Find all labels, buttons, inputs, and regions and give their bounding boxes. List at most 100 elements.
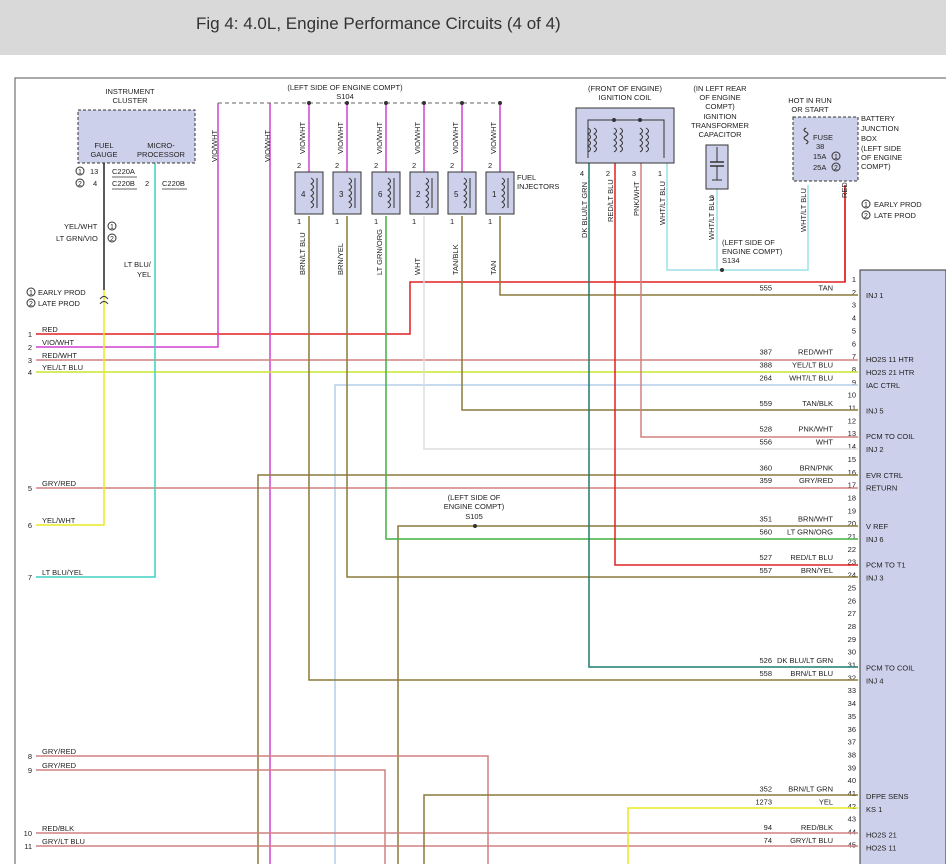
pcm-pin-number: 10 <box>848 391 856 400</box>
injector-label: FUEL INJECTORS <box>517 173 559 191</box>
battery-junction-box: HOT IN RUN OR START BATTERY JUNCTION BOX… <box>788 96 922 232</box>
bjb-wire-wht-lt-blu: WHT/LT BLU <box>799 188 808 232</box>
pcm-wire-color: WHT/LT BLU <box>789 373 833 382</box>
injector-top-pin: 2 <box>335 161 339 170</box>
pcm-pin-number: 38 <box>848 750 856 759</box>
pcm-wire-color: GRY/RED <box>799 476 834 485</box>
cluster-title-2: CLUSTER <box>112 96 148 105</box>
marker-num: 1 <box>834 154 838 161</box>
injector-number: 3 <box>339 190 344 199</box>
bjb-title-1: BATTERY <box>861 114 895 123</box>
injector-coil-symbol <box>348 177 352 209</box>
pcm-pin-number: 39 <box>848 763 856 772</box>
pcm-circuit-number: 1273 <box>755 797 772 806</box>
s104-label-2: S104 <box>336 92 354 101</box>
left-wire-label: GRY/LT BLU <box>42 837 85 846</box>
injector-coil-symbol <box>310 177 314 209</box>
wire-inj5-tan-blk <box>461 216 858 411</box>
legend-early-prod: EARLY PROD <box>38 288 86 297</box>
cap-title-2: OF ENGINE <box>699 93 740 102</box>
left-wire-label: GRY/RED <box>42 479 77 488</box>
wire-label-yel-wht: YEL/WHT <box>64 222 98 231</box>
injector-bottom-wire: BRN/YEL <box>336 243 345 275</box>
marker-num: 1 <box>29 290 33 297</box>
marker-num: 2 <box>78 181 82 188</box>
pcm-wire-color: BRN/LT GRN <box>788 785 833 794</box>
left-pin-number: 6 <box>28 521 32 530</box>
s134-splice-dot <box>720 268 724 272</box>
cluster-title-1: INSTRUMENT <box>105 87 155 96</box>
injector-coil-symbol <box>387 177 391 209</box>
injectors-label-1: FUEL <box>517 173 536 182</box>
pcm-pin-number: 37 <box>848 738 856 747</box>
connector-c220a: C220A <box>112 167 135 176</box>
pcm-pin-number: 13 <box>848 429 856 438</box>
pcm-circuit-number: 526 <box>759 656 772 665</box>
pcm-pin-number: 8 <box>852 365 856 374</box>
left-pin-number: 7 <box>28 573 32 582</box>
figure-title: Fig 4: 4.0L, Engine Performance Circuits… <box>196 14 561 33</box>
pcm-function-label: INJ 2 <box>866 445 884 454</box>
junction-box <box>792 116 859 182</box>
pcm-pin-number: 31 <box>848 661 856 670</box>
hot-in-run-1: HOT IN RUN <box>788 96 832 105</box>
coil-pin-3: 3 <box>632 169 636 178</box>
pcm-pin-number: 45 <box>848 840 856 849</box>
left-pin-number: 8 <box>28 752 32 761</box>
pcm-pin-number: 7 <box>852 352 856 361</box>
left-wire-label: YEL/WHT <box>42 516 76 525</box>
pcm-circuit-number: 558 <box>759 669 772 678</box>
pcm-pin-number: 14 <box>848 442 856 451</box>
marker-num: 1 <box>78 169 82 176</box>
left-pin-number: 1 <box>28 330 32 339</box>
fuel-gauge-label-2: GAUGE <box>90 150 117 159</box>
left-pin-number: 4 <box>28 368 32 377</box>
wire-yel-pin42 <box>627 807 858 864</box>
pcm-pin-number: 15 <box>848 455 856 464</box>
wire-wht-lt-blu-iac <box>334 384 858 864</box>
injector-top-wire: VIO/WHT <box>336 122 345 154</box>
injector-bottom-wire: TAN/BLK <box>451 244 460 275</box>
left-wire-label: LT BLU/YEL <box>42 568 83 577</box>
injector-top-pin: 2 <box>374 161 378 170</box>
pcm-wire-color: RED/LT BLU <box>790 553 833 562</box>
pcm-pin-number: 44 <box>848 828 856 837</box>
s104-splice-dot <box>460 101 464 105</box>
wire-inj3-brn-yel <box>346 216 858 578</box>
pcm-wire-color: BRN/WHT <box>798 515 833 524</box>
fuse-15a: 15A <box>813 152 826 161</box>
wire-inj6-lt-grn-org <box>385 216 858 540</box>
vio-wht-vert-1: VIO/WHT <box>210 130 219 162</box>
figure-header: Fig 4: 4.0L, Engine Performance Circuits… <box>0 0 946 55</box>
legend-right-early: EARLY PROD <box>874 200 922 209</box>
coil-wire-dk-blu-lt-grn: DK BLU/LT GRN <box>580 182 589 238</box>
pcm-pin-number: 6 <box>852 339 856 348</box>
s104-splice-dot <box>498 101 502 105</box>
left-wire-label: YEL/LT BLU <box>42 363 83 372</box>
pcm-pin-number: 3 <box>852 301 856 310</box>
s104-splice-dot <box>384 101 388 105</box>
injector-bottom-pin: 1 <box>412 217 416 226</box>
pcm-function-label: INJ 1 <box>866 291 884 300</box>
bjb-title-3: BOX <box>861 134 877 143</box>
pcm-function-label: HO2S 21 HTR <box>866 368 915 377</box>
s104-label-1: (LEFT SIDE OF ENGINE COMPT) <box>287 83 403 92</box>
left-pin-number: 3 <box>28 356 32 365</box>
fuse-25a: 25A <box>813 163 826 172</box>
injector-bottom-pin: 1 <box>297 217 301 226</box>
s105-label-2: ENGINE COMPT) <box>444 502 505 511</box>
pcm-circuit-number: 559 <box>759 399 772 408</box>
marker-num: 2 <box>864 213 868 220</box>
pcm-pin-number: 16 <box>848 468 856 477</box>
marker-circle <box>75 166 85 176</box>
pcm-function-label: INJ 5 <box>866 407 884 416</box>
cap-title-4: IGNITION <box>703 112 736 121</box>
pcm-circuit-number: 360 <box>759 463 772 472</box>
wire-inj4-brn-lt-blu <box>308 216 858 681</box>
pcm-pin-number: 1 <box>852 275 856 284</box>
connector-c220b-2: C220B <box>162 179 185 188</box>
pcm-wire-color: PNK/WHT <box>798 425 833 434</box>
diagram-frame <box>14 77 946 864</box>
